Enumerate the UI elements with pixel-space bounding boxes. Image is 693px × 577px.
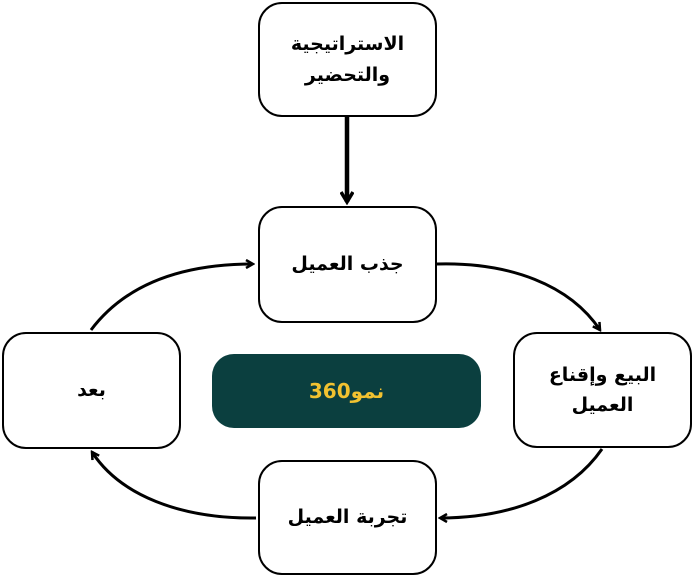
arrow-experience-to-after [92, 452, 257, 520]
arrow-attract-to-sell [436, 262, 600, 330]
node-experience-label: تجربة العميل [287, 506, 408, 529]
node-sell-line1: البيع وإقناع [548, 363, 657, 386]
node-experience: تجربة العميل [258, 460, 437, 575]
center-growth-label: نمو360 [308, 379, 385, 403]
node-strategy-line1: الاستراتيجية [290, 33, 405, 56]
node-strategy: الاستراتيجية والتحضير [258, 2, 437, 117]
center-growth-badge: نمو360 [212, 354, 481, 428]
node-after: بعد [2, 332, 181, 449]
node-sell: البيع وإقناع العميل [513, 332, 692, 448]
node-sell-line2: العميل [571, 394, 634, 416]
node-after-label: بعد [77, 379, 106, 402]
node-attract-label: جذب العميل [291, 253, 404, 276]
node-attract: جذب العميل [258, 206, 437, 323]
node-strategy-line2: والتحضير [304, 63, 391, 86]
arrow-sell-to-experience [440, 448, 604, 518]
arrow-after-to-attract [89, 264, 253, 331]
